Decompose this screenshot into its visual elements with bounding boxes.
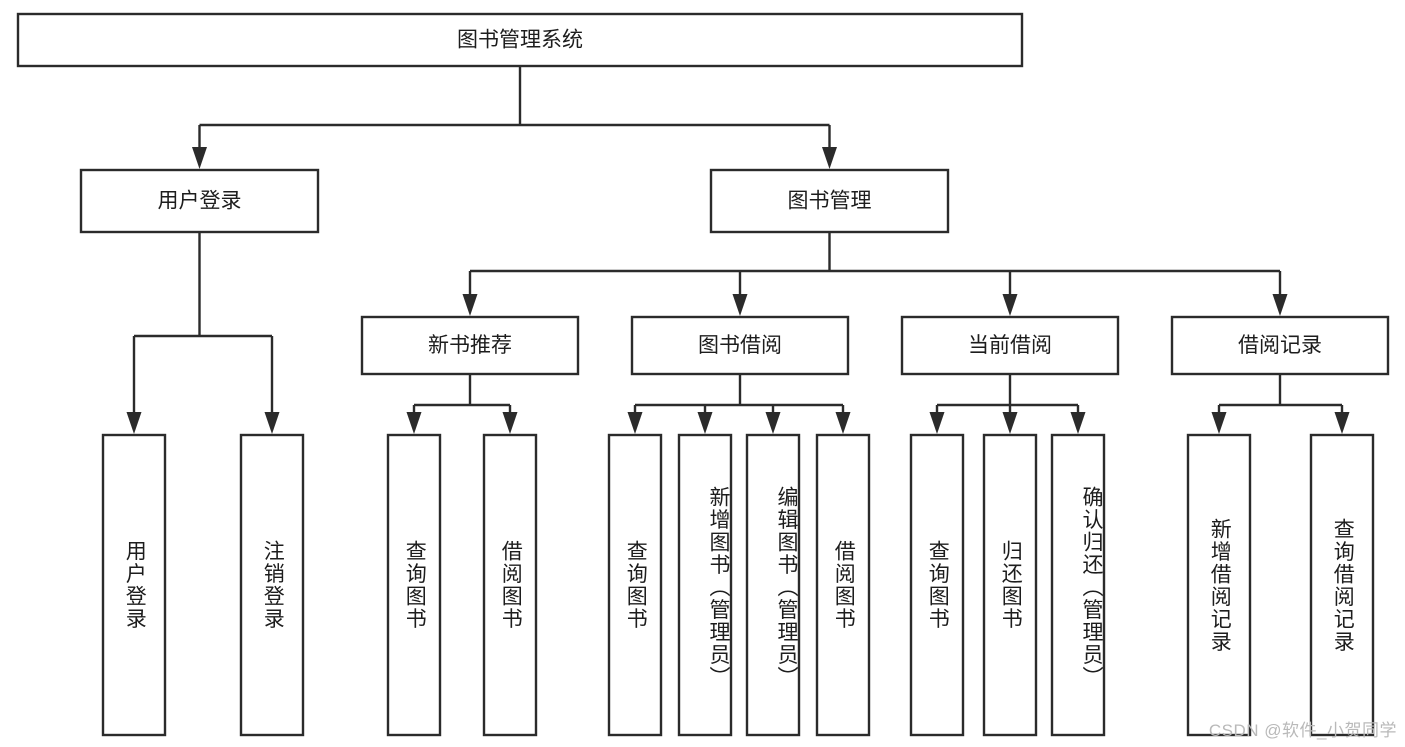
node-box-current[interactable]: [900, 315, 1120, 376]
node-box-leaf-query-book-2[interactable]: [607, 433, 663, 737]
arrow-head-icon: [1002, 294, 1018, 316]
node-box-leaf-query-book-3[interactable]: [909, 433, 965, 737]
node-box-leaf-confirm-return[interactable]: [1050, 433, 1106, 737]
node-box-leaf-user-logout[interactable]: [239, 433, 305, 737]
node-box-root[interactable]: [16, 12, 1024, 68]
arrow-head-icon: [406, 412, 422, 434]
connector-layer: [126, 66, 1350, 434]
node-label-records: 借阅记录: [1238, 334, 1322, 357]
arrow-head-icon: [502, 412, 518, 434]
arrow-head-icon: [462, 294, 478, 316]
node-label-newbook: 新书推荐: [428, 334, 512, 357]
arrow-head-icon: [929, 412, 945, 434]
node-label-root: 图书管理系统: [457, 29, 583, 52]
node-box-leaf-user-login[interactable]: [101, 433, 167, 737]
node-box-login[interactable]: [79, 168, 320, 234]
node-box-leaf-query-record[interactable]: [1309, 433, 1375, 737]
arrow-head-icon: [1002, 412, 1018, 434]
node-box-records[interactable]: [1170, 315, 1390, 376]
arrow-head-icon: [765, 412, 781, 434]
arrow-head-icon: [1272, 294, 1288, 316]
node-label-borrow: 图书借阅: [698, 334, 782, 357]
node-label-current: 当前借阅: [968, 334, 1052, 357]
node-box-leaf-edit-book[interactable]: [745, 433, 801, 737]
arrow-head-icon: [822, 147, 837, 169]
arrow-head-icon: [697, 412, 713, 434]
arrow-head-icon: [835, 412, 851, 434]
arrow-head-icon: [264, 412, 280, 434]
node-box-leaf-add-book[interactable]: [677, 433, 733, 737]
arrow-head-icon: [126, 412, 142, 434]
arrow-head-icon: [1070, 412, 1086, 434]
node-box-leaf-borrow-book-2[interactable]: [815, 433, 871, 737]
node-box-newbook[interactable]: [360, 315, 580, 376]
node-box-leaf-add-record[interactable]: [1186, 433, 1252, 737]
node-box-borrow[interactable]: [630, 315, 850, 376]
node-box-leaf-query-book-1[interactable]: [386, 433, 442, 737]
arrow-head-icon: [732, 294, 748, 316]
node-label-login: 用户登录: [158, 190, 242, 213]
arrow-head-icon: [627, 412, 643, 434]
node-box-leaf-return-book[interactable]: [982, 433, 1038, 737]
node-layer: [16, 12, 1390, 737]
arrow-head-icon: [192, 147, 207, 169]
arrow-head-icon: [1211, 412, 1227, 434]
node-box-bookmgmt[interactable]: [709, 168, 950, 234]
node-label-bookmgmt: 图书管理: [788, 190, 872, 213]
watermark-text: CSDN @软件_小贺同学: [1208, 721, 1397, 740]
node-box-leaf-borrow-book-1[interactable]: [482, 433, 538, 737]
arrow-head-icon: [1334, 412, 1350, 434]
